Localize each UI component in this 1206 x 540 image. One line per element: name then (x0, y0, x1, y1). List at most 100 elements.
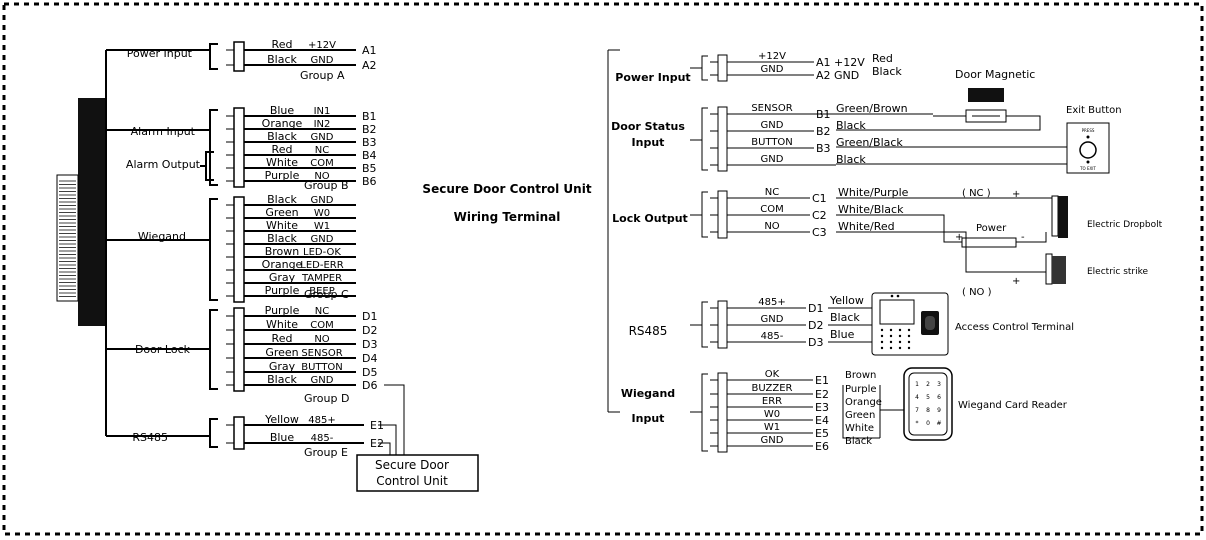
wire-color-label: Green (845, 410, 875, 421)
right-door-status-label: Door Status (611, 120, 685, 133)
wire-color-label: Black (872, 65, 902, 78)
right-wiegand-label2: Input (632, 412, 665, 425)
keypad-dot (898, 334, 902, 338)
reader-key: 9 (937, 407, 941, 414)
left-backbone (105, 49, 118, 437)
wire-signal-label: 485+ (308, 415, 335, 426)
group-bracket (209, 309, 218, 390)
wire-color-label: Black (267, 193, 297, 206)
wire-color-label: Orange (845, 397, 882, 408)
wire-color-label: White (266, 219, 298, 232)
group-bracket (209, 43, 218, 70)
door-magnetic (836, 88, 1041, 131)
group-bracket (209, 418, 218, 448)
wire-color-label: Orange (262, 117, 303, 130)
wire-color-label: Yellow (264, 413, 299, 426)
terminal-label: E2 (815, 388, 829, 401)
terminal-label: A1 (816, 56, 831, 69)
left-rs485-label: RS485 (132, 431, 168, 444)
wire-signal-label: W1 (314, 221, 330, 232)
wire-color-label: Black (267, 130, 297, 143)
terminal-label: E1 (815, 374, 829, 387)
terminal-label: B4 (362, 149, 377, 162)
reader-key: 7 (915, 407, 919, 414)
wire-signal-label: W0 (764, 409, 780, 420)
terminal-label: A2 (362, 59, 377, 72)
terminal-label: D1 (362, 310, 377, 323)
center-subtitle: Wiring Terminal (454, 210, 561, 224)
access-terminal-label: Access Control Terminal (955, 322, 1074, 333)
reader-key: 5 (926, 394, 930, 401)
wire-color-label: Brown (845, 370, 876, 381)
left-group-d: Group D (304, 392, 349, 405)
terminal-label: D1 (808, 302, 823, 315)
exit-button-label: Exit Button (1066, 105, 1122, 116)
wire-signal-label: GND (761, 64, 784, 75)
wire-color-label: Yellow (829, 294, 864, 307)
terminal-label: D3 (808, 336, 823, 349)
wire-color-label: White (845, 423, 874, 434)
wire-color-label: Purple (845, 384, 877, 395)
unit-box-line2: Control Unit (376, 474, 448, 488)
wire-signal2-label: GND (834, 69, 859, 82)
wire-signal-label: NC (315, 306, 329, 317)
terminal-label: D5 (362, 366, 377, 379)
left-group-e: Group E (304, 446, 348, 459)
wire-signal-label: +12V (758, 51, 786, 62)
device-profile (56, 98, 106, 326)
wire-color-label: Black (836, 119, 866, 132)
wire-signal-label: W1 (764, 422, 780, 433)
terminal-label: E5 (815, 427, 829, 440)
wire-color-label: Blue (830, 328, 855, 341)
wire-color-label: Red (272, 143, 293, 156)
reader-key: 3 (937, 381, 941, 388)
right-backbone (607, 49, 620, 413)
terminal-label: D3 (362, 338, 377, 351)
power-minus: - (1021, 232, 1025, 243)
reader-key: 2 (926, 381, 930, 388)
keypad-dot (898, 340, 902, 344)
keypad-dot (880, 334, 884, 338)
keypad-dot (898, 346, 902, 350)
right-power-label: Power Input (615, 71, 690, 84)
left-power-label: Power Input (127, 47, 193, 60)
terminal-label: A1 (362, 44, 377, 57)
terminal-label: A2 (816, 69, 831, 82)
wire-signal-label: BUZZER (752, 383, 793, 394)
wire-color-label: Green/Brown (836, 102, 908, 115)
wire-color-label: Black (845, 436, 872, 447)
left-wiegand-label: Wiegand (138, 230, 186, 243)
wire-color-label: Black (267, 53, 297, 66)
wire-color-label: Red (872, 52, 893, 65)
wire-signal-label: IN1 (314, 106, 331, 117)
wire-signal-label: NC (765, 187, 779, 198)
lock-circuit (836, 195, 1068, 285)
connector-block (233, 41, 245, 72)
terminal-label: B3 (362, 136, 377, 149)
lock-nc-plus: + (1012, 189, 1020, 200)
wire-signal-label: NO (314, 334, 329, 345)
terminal-label: B2 (816, 125, 831, 138)
unit-box-line1: Secure Door (375, 458, 449, 472)
terminal-label: D6 (362, 379, 377, 392)
lock-nc-label: ( NC ) (962, 188, 991, 199)
left-alarm-input-label: Alarm Input (131, 125, 196, 138)
wire-signal-label: GND (761, 435, 784, 446)
wire-signal-label: COM (310, 320, 333, 331)
wire-color-label: Green/Black (836, 136, 903, 149)
wire-color-label: Orange (262, 258, 303, 271)
wire-signal-label: COM (760, 204, 783, 215)
exit-press-label: PRESS (1082, 128, 1095, 133)
unit-box (356, 454, 479, 492)
wire-signal2-label: +12V (834, 56, 865, 69)
dropbolt-label: Electric Dropbolt (1087, 220, 1163, 230)
group-bracket (209, 198, 218, 301)
keypad-dot (880, 340, 884, 344)
terminal-label: E3 (815, 401, 829, 414)
wire-color-label: Black (830, 311, 860, 324)
terminal-label: D2 (808, 319, 823, 332)
reader-key: 1 (915, 381, 919, 388)
